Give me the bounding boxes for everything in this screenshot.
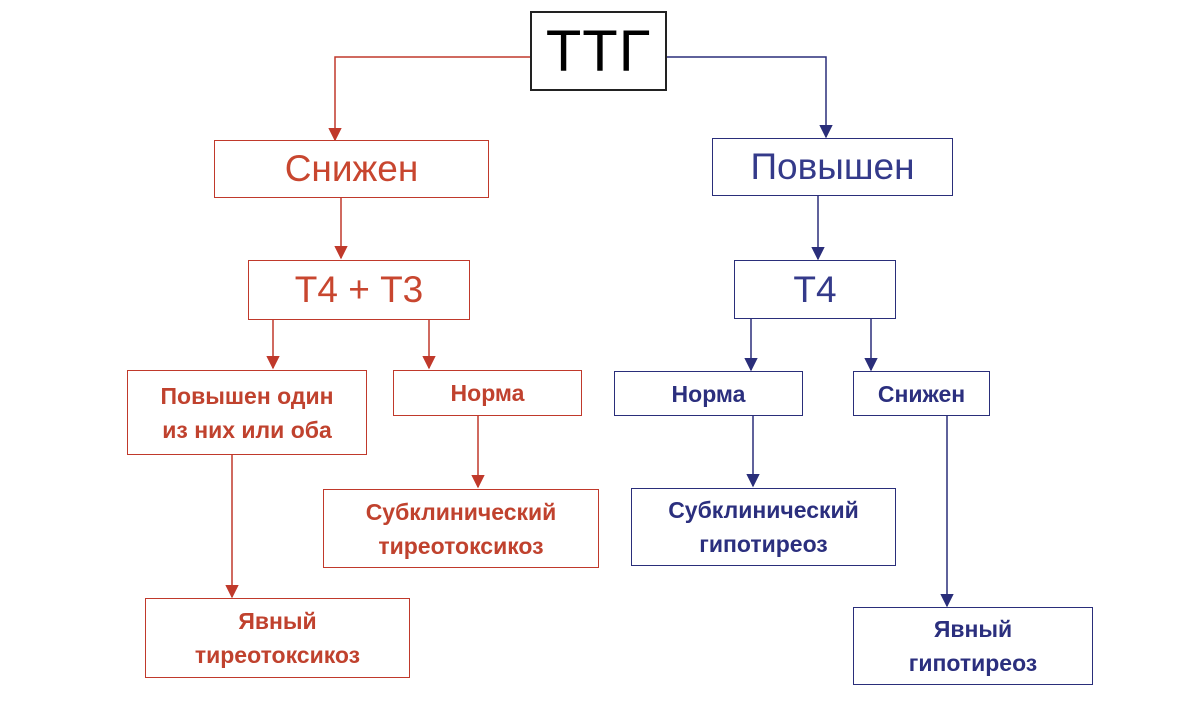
node-subclinical-hypothyroidism: Субклинический гипотиреоз bbox=[631, 488, 896, 566]
node-subclinical-thyrotoxicosis: Субклинический тиреотоксикоз bbox=[323, 489, 599, 568]
node-elevated-one-or-both: Повышен один из них или оба bbox=[127, 370, 367, 455]
connector-root-to-increased bbox=[667, 56, 833, 139]
node-tsh-increased: Повышен bbox=[712, 138, 953, 196]
root-node-tsh: ТТГ bbox=[530, 11, 667, 91]
node-label: Снижен bbox=[877, 380, 966, 407]
node-label: Норма bbox=[450, 380, 525, 406]
node-label: Субклинический гипотиреоз bbox=[668, 497, 859, 557]
node-label: Норма bbox=[671, 380, 746, 407]
node-normal-right: Норма bbox=[614, 371, 803, 416]
node-label: Повышен один из них или оба bbox=[160, 382, 334, 443]
node-label: Т4 bbox=[793, 268, 837, 310]
root-label: ТТГ bbox=[545, 18, 652, 84]
node-label: Повышен bbox=[750, 146, 915, 187]
node-label: Субклинический тиреотоксикоз bbox=[365, 498, 557, 559]
connector-root-to-decreased bbox=[328, 56, 530, 142]
node-label: Явный гипотиреоз bbox=[908, 616, 1038, 676]
node-normal-left: Норма bbox=[393, 370, 582, 416]
node-t4: Т4 bbox=[734, 260, 896, 319]
node-label: Явный тиреотоксикоз bbox=[194, 608, 361, 668]
node-overt-hypothyroidism: Явный гипотиреоз bbox=[853, 607, 1093, 685]
node-label: Т4 + Т3 bbox=[294, 269, 424, 310]
node-tsh-decreased: Снижен bbox=[214, 140, 489, 198]
node-overt-thyrotoxicosis: Явный тиреотоксикоз bbox=[145, 598, 410, 678]
node-label: Снижен bbox=[284, 148, 419, 189]
node-decreased-right: Снижен bbox=[853, 371, 990, 416]
node-t4-t3: Т4 + Т3 bbox=[248, 260, 470, 320]
